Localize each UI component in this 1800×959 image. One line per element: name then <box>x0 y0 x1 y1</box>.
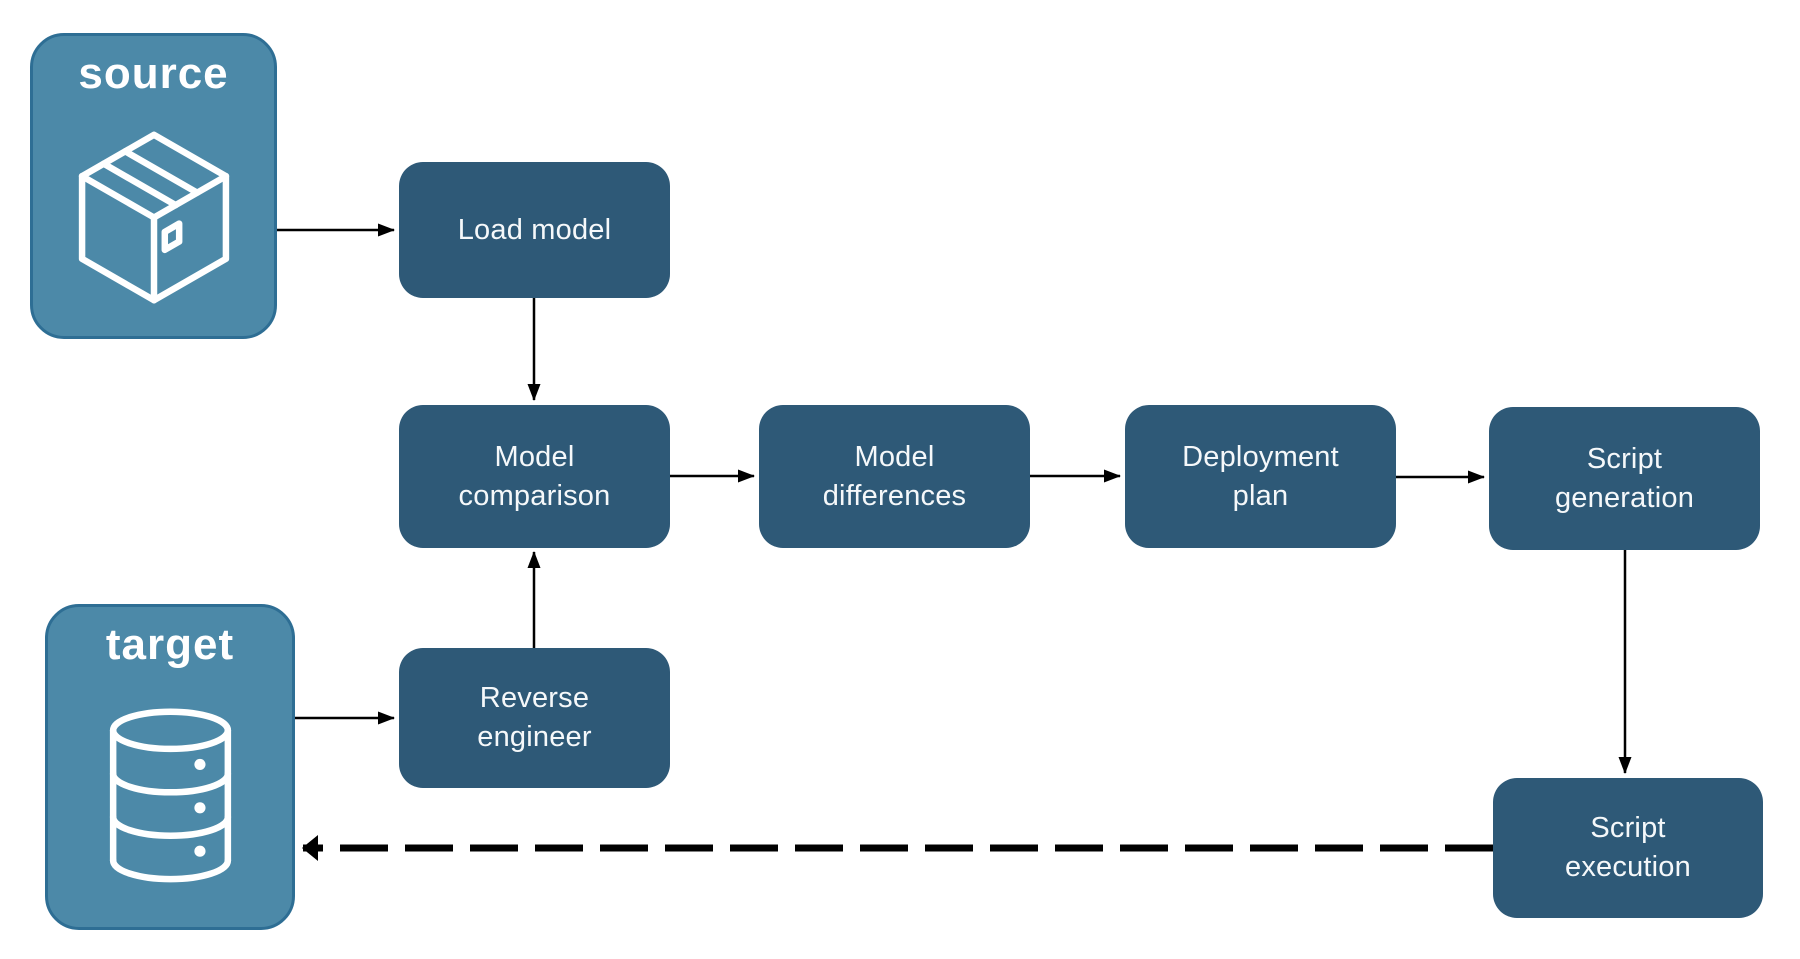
node-source: source <box>30 33 277 339</box>
node-label: Script <box>1590 812 1666 844</box>
node-script-generation: Script generation <box>1489 407 1760 550</box>
node-load-model: Load model <box>399 162 670 298</box>
node-target: target <box>45 604 295 930</box>
node-label: Model <box>494 440 575 473</box>
node-script-execution: Script execution <box>1493 778 1763 918</box>
node-source-label: source <box>78 49 229 98</box>
node-label: engineer <box>477 721 592 753</box>
node-model-differences: Model differences <box>759 405 1030 548</box>
node-label: execution <box>1565 851 1691 883</box>
node-label: Reverse <box>479 682 590 714</box>
node-target-label: target <box>105 620 235 669</box>
package-icon <box>33 98 274 336</box>
node-label: comparison <box>458 479 611 512</box>
node-deployment-plan: Deployment plan <box>1125 405 1396 548</box>
node-label: generation <box>1554 481 1695 514</box>
node-label: differences <box>822 479 967 512</box>
database-icon <box>48 669 292 927</box>
node-label: Load model <box>457 213 612 246</box>
node-label: Model <box>854 440 935 473</box>
node-label: Script <box>1586 442 1663 475</box>
node-label: Deployment <box>1182 440 1339 473</box>
node-reverse-engineer: Reverse engineer <box>399 648 670 788</box>
node-model-comparison: Model comparison <box>399 405 670 548</box>
node-label: plan <box>1232 479 1289 512</box>
